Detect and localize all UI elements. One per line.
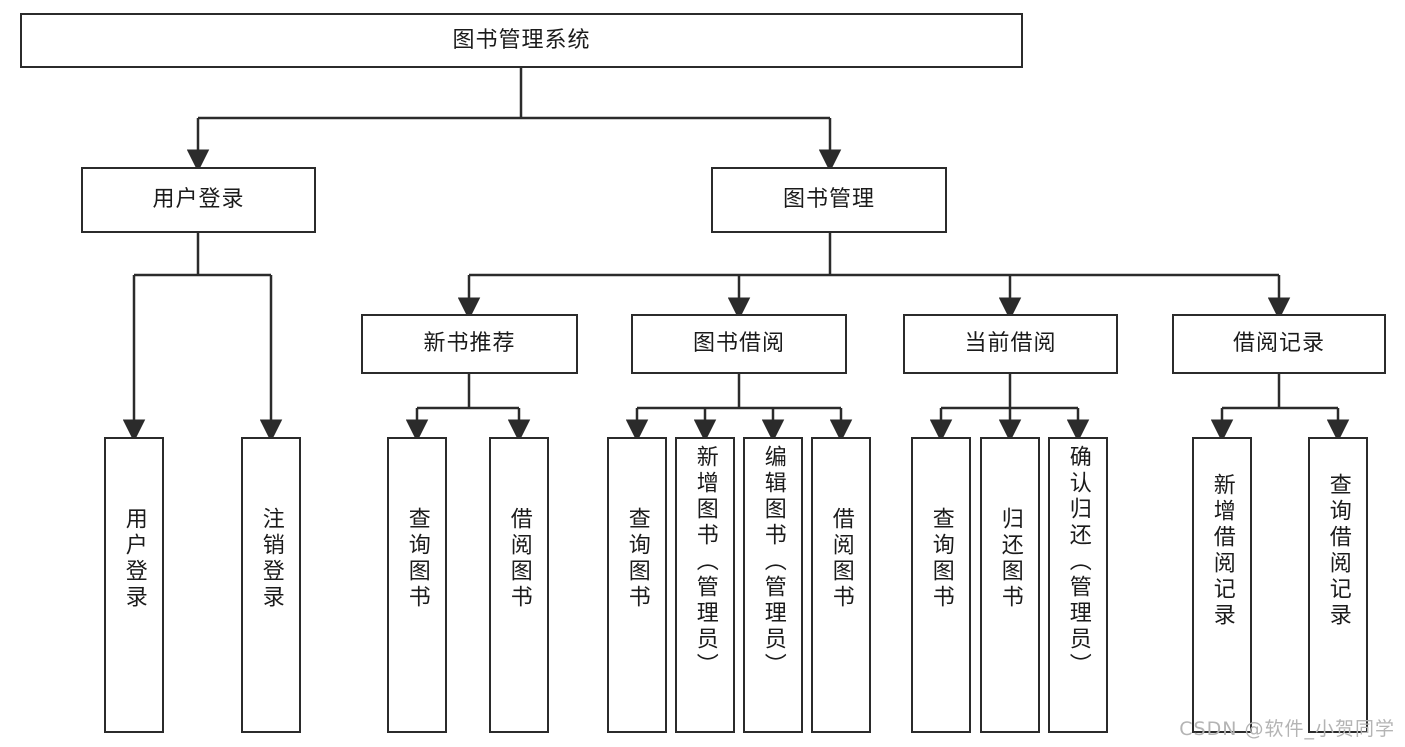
leaf-logout[interactable]: 注销登录 [241,437,301,733]
leaf-add-book-admin[interactable]: 新增图书（管理员） [675,437,735,733]
leaf-edit-book-admin[interactable]: 编辑图书（管理员） [743,437,803,733]
leaf-label: 查询借阅记录 [1325,473,1351,629]
leaf-label: 查询图书 [404,507,430,611]
leaf-query-book-cb[interactable]: 查询图书 [911,437,971,733]
node-book-management[interactable]: 图书管理 [711,167,947,233]
node-root-book-management-system[interactable]: 图书管理系统 [20,13,1023,68]
leaf-query-borrow-record[interactable]: 查询借阅记录 [1308,437,1368,733]
leaf-label: 借阅图书 [506,507,532,611]
node-label: 图书管理 [782,187,875,213]
leaf-confirm-return-admin[interactable]: 确认归还（管理员） [1048,437,1108,733]
node-label: 用户登录 [152,187,245,213]
leaf-label: 借阅图书 [828,507,854,611]
leaf-label: 新增借阅记录 [1209,473,1235,629]
node-label: 图书管理系统 [452,27,591,53]
leaf-query-book-nbr[interactable]: 查询图书 [387,437,447,733]
leaf-label: 注销登录 [258,507,284,611]
leaf-label: 新增图书（管理员） [692,445,718,679]
node-label: 新书推荐 [423,331,516,357]
leaf-label: 查询图书 [928,507,954,611]
node-current-borrow[interactable]: 当前借阅 [903,314,1118,374]
node-user-login[interactable]: 用户登录 [81,167,316,233]
node-book-borrow[interactable]: 图书借阅 [631,314,847,374]
node-new-book-recommendation[interactable]: 新书推荐 [361,314,578,374]
leaf-add-borrow-record[interactable]: 新增借阅记录 [1192,437,1252,733]
node-label: 图书借阅 [692,331,785,357]
watermark-text: CSDN @软件_小贺同学 [1179,718,1395,740]
leaf-label: 查询图书 [624,507,650,611]
leaf-label: 用户登录 [121,507,147,611]
leaf-user-login[interactable]: 用户登录 [104,437,164,733]
leaf-label: 确认归还（管理员） [1065,445,1091,679]
node-label: 当前借阅 [964,331,1057,357]
node-label: 借阅记录 [1232,331,1325,357]
leaf-query-book-bb[interactable]: 查询图书 [607,437,667,733]
leaf-label: 归还图书 [997,507,1023,611]
leaf-borrow-book-bb[interactable]: 借阅图书 [811,437,871,733]
node-borrow-record[interactable]: 借阅记录 [1172,314,1386,374]
leaf-return-book[interactable]: 归还图书 [980,437,1040,733]
leaf-label: 编辑图书（管理员） [760,445,786,679]
leaf-borrow-book-nbr[interactable]: 借阅图书 [489,437,549,733]
